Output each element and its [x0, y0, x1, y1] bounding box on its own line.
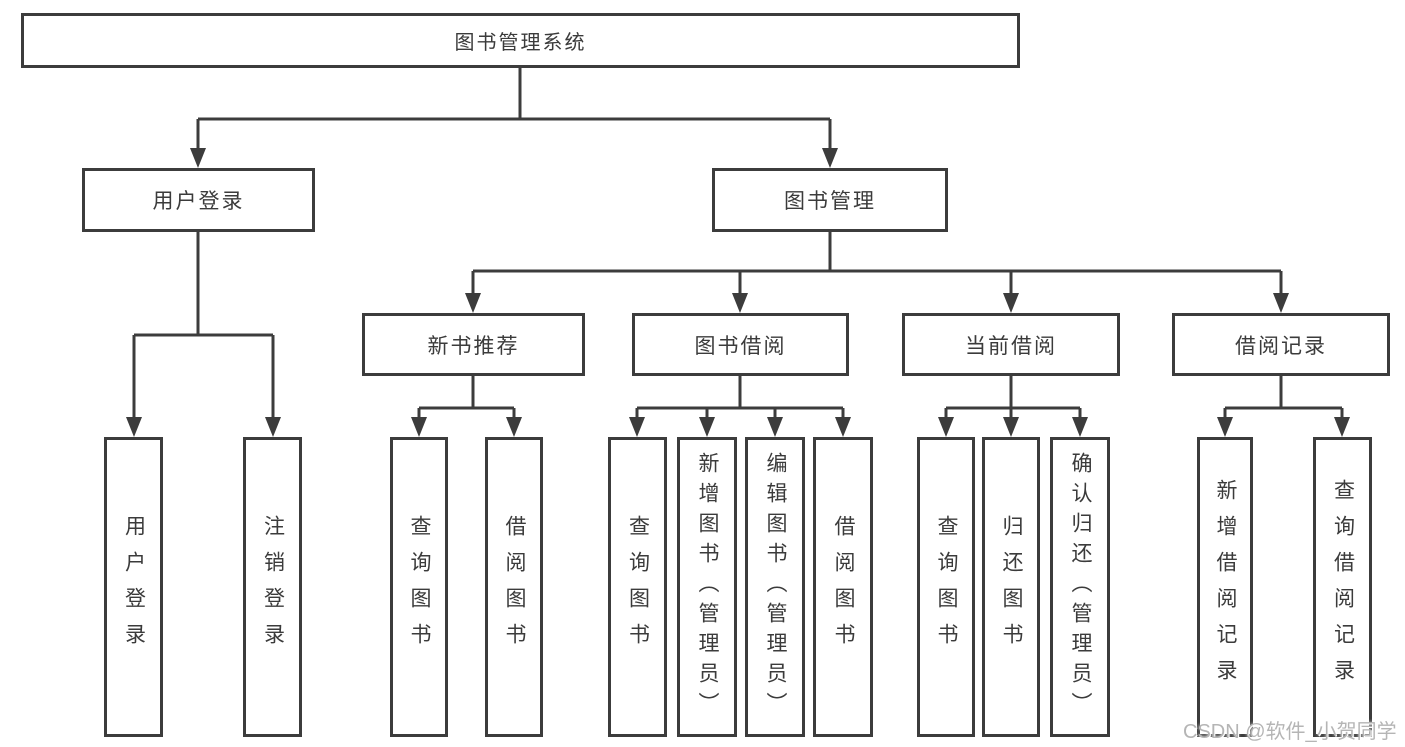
leaf-label: 归还图书: [1000, 515, 1023, 659]
leaf-query-books-recommend: 查询图书: [390, 437, 448, 737]
node-label: 图书借阅: [694, 334, 787, 358]
leaf-borrow-books-recommend: 借阅图书: [485, 437, 543, 737]
node-label: 当前借阅: [965, 334, 1057, 358]
leaf-label: 查询图书: [408, 515, 431, 659]
node-library-management-system: 图书管理系统: [21, 13, 1020, 68]
leaf-user-login: 用户登录: [104, 437, 163, 737]
leaf-label: 借阅图书: [503, 515, 526, 659]
node-current-borrowing: 当前借阅: [902, 313, 1120, 376]
leaf-logout: 注销登录: [243, 437, 302, 737]
leaf-confirm-return-admin: 确认归还（管理员）: [1050, 437, 1110, 737]
node-new-book-recommendation: 新书推荐: [362, 313, 585, 376]
node-user-login: 用户登录: [82, 168, 315, 232]
leaf-query-borrow-record: 查询借阅记录: [1313, 437, 1372, 737]
node-book-borrowing: 图书借阅: [632, 313, 849, 376]
leaf-label: 查询图书: [626, 515, 650, 659]
leaf-query-books-current: 查询图书: [917, 437, 975, 737]
node-book-management: 图书管理: [712, 168, 948, 232]
csdn-watermark: CSDN @软件_小贺同学: [1183, 721, 1397, 743]
leaf-label: 注销登录: [261, 515, 285, 659]
leaf-label: 新增图书（管理员）: [696, 452, 719, 722]
arrowheads: [126, 148, 1350, 437]
leaf-label: 借阅图书: [832, 515, 855, 659]
leaf-label: 查询借阅记录: [1331, 479, 1355, 695]
leaf-borrow-books-borrowing: 借阅图书: [813, 437, 873, 737]
leaf-label: 新增借阅记录: [1214, 479, 1237, 695]
leaf-label: 用户登录: [122, 515, 146, 659]
node-borrowing-records: 借阅记录: [1172, 313, 1390, 376]
leaf-label: 编辑图书（管理员）: [764, 452, 787, 722]
leaf-label: 确认归还（管理员）: [1069, 452, 1092, 722]
leaf-edit-book-admin: 编辑图书（管理员）: [745, 437, 805, 737]
leaf-query-books-borrowing: 查询图书: [608, 437, 667, 737]
leaf-label: 查询图书: [935, 515, 958, 659]
leaf-return-books: 归还图书: [982, 437, 1040, 737]
node-label: 用户登录: [152, 190, 245, 213]
node-label: 借阅记录: [1235, 334, 1327, 358]
leaf-add-borrow-record: 新增借阅记录: [1197, 437, 1253, 737]
leaf-add-book-admin: 新增图书（管理员）: [677, 437, 737, 737]
node-label: 图书管理系统: [454, 32, 587, 54]
node-label: 图书管理: [784, 190, 876, 213]
node-label: 新书推荐: [427, 334, 520, 358]
